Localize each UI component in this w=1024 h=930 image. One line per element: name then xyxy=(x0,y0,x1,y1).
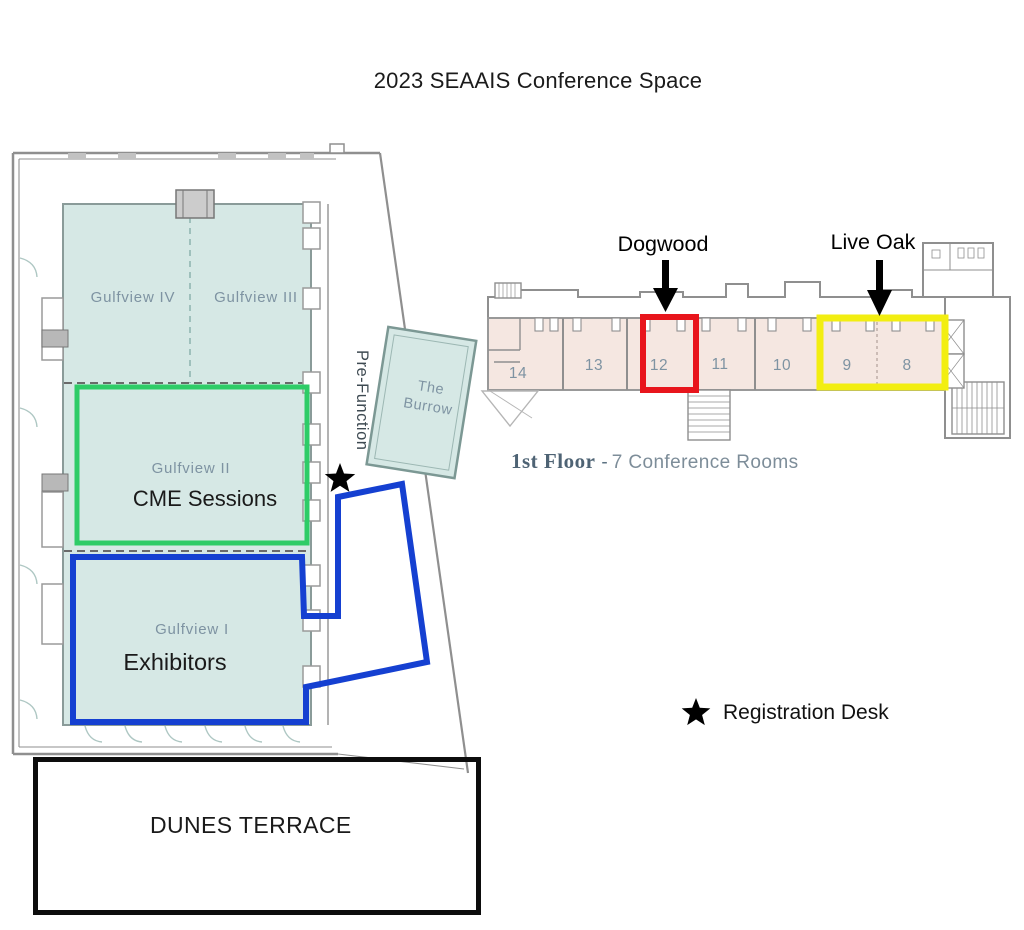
room-doors xyxy=(534,317,935,332)
svg-text:Burrow: Burrow xyxy=(402,395,453,419)
page-title: 2023 SEAAIS Conference Space xyxy=(373,68,703,93)
svg-text:9: 9 xyxy=(842,357,851,374)
wall-notch xyxy=(329,143,345,154)
gulfview-ii-label: Gulfview II xyxy=(152,460,231,477)
svg-text:11: 11 xyxy=(711,356,728,373)
wall-ticks xyxy=(68,153,314,159)
center-stairs xyxy=(687,389,731,441)
dogwood-arrow xyxy=(653,260,678,312)
dunes-terrace-box: DUNES TERRACE xyxy=(33,757,481,915)
dunes-terrace-label: DUNES TERRACE xyxy=(150,812,352,838)
svg-text:14: 14 xyxy=(509,365,527,382)
gulfview-iii-label: Gulfview III xyxy=(214,289,298,306)
left-wall-closets xyxy=(41,297,64,645)
dogwood-outline xyxy=(640,314,699,393)
right-building-top-wall xyxy=(487,281,923,318)
floor-caption-detail: 7 Conference Rooms xyxy=(611,452,799,473)
right-floor-plan: Dogwood Live Oak 14 13 12 11 10 9 8 xyxy=(480,230,1011,441)
gulfview-iv-label: Gulfview IV xyxy=(91,289,176,306)
registration-legend: Registration Desk xyxy=(680,697,889,729)
restroom-block xyxy=(922,242,994,298)
live-oak-arrow xyxy=(867,260,892,316)
floor-caption: 1st Floor-7 Conference Rooms xyxy=(511,449,798,474)
live-oak-label: Live Oak xyxy=(831,230,916,254)
registration-star-marker xyxy=(324,463,356,492)
prefunction-label: Pre-Function xyxy=(353,350,371,450)
burrow-room xyxy=(365,325,478,480)
floor-caption-title: 1st Floor xyxy=(511,449,596,473)
room-numbers: 14 13 12 11 10 9 8 xyxy=(509,356,911,382)
registration-star-icon xyxy=(681,698,711,726)
svg-text:The: The xyxy=(416,378,445,398)
left-end-details xyxy=(488,282,522,363)
dogwood-label: Dogwood xyxy=(618,232,709,256)
live-oak-outline xyxy=(816,314,949,391)
left-wall-service-blocks xyxy=(41,329,69,492)
burrow-label: The Burrow xyxy=(402,378,453,419)
svg-text:10: 10 xyxy=(773,357,791,374)
left-floor-plan: Gulfview IV Gulfview III Gulfview II CME… xyxy=(11,143,478,774)
svg-text:13: 13 xyxy=(585,357,603,374)
door-swing-arcs xyxy=(19,257,301,743)
right-wall-doors xyxy=(302,201,321,688)
left-porch xyxy=(480,390,540,428)
cme-sessions-outline xyxy=(74,384,310,546)
gulfview-i-label: Gulfview I xyxy=(155,621,229,638)
right-wing xyxy=(937,296,1011,439)
svg-text:12: 12 xyxy=(650,357,668,374)
exhibitors-label: Exhibitors xyxy=(123,649,226,675)
top-entry-door xyxy=(175,189,215,219)
registration-legend-label: Registration Desk xyxy=(723,701,889,724)
svg-text:8: 8 xyxy=(902,357,911,374)
floor-caption-separator: - xyxy=(601,452,608,473)
left-building-outline xyxy=(11,151,470,774)
exhibitors-outline xyxy=(70,480,431,725)
cme-sessions-label: CME Sessions xyxy=(133,486,277,511)
